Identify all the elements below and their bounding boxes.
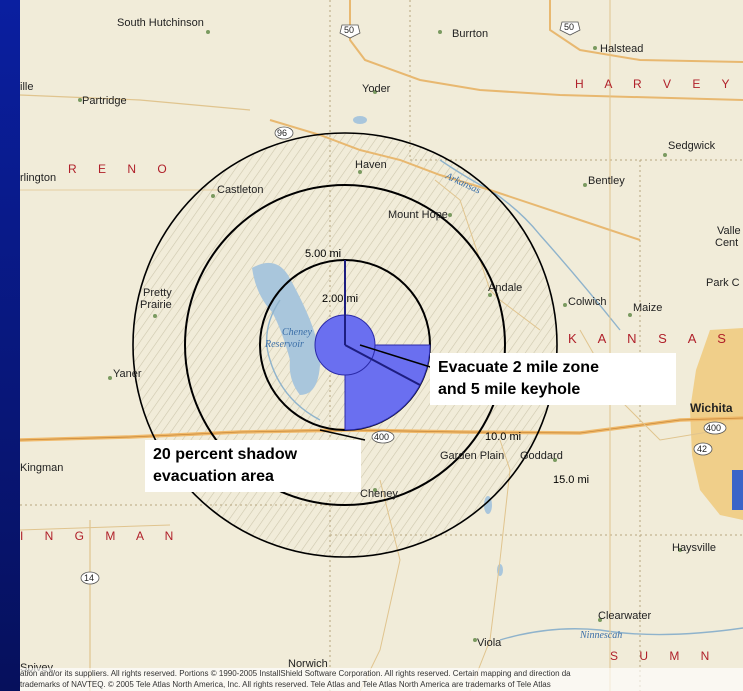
ring-label-5mi: 5.00 mi — [305, 248, 341, 260]
town-maize: Maize — [633, 302, 662, 314]
town-valley-center-2: Cent — [715, 237, 738, 249]
callout-shadow-line2: evacuation area — [153, 468, 274, 485]
town-cheney: Cheney — [360, 488, 398, 500]
town-yoder: Yoder — [362, 83, 391, 95]
svg-text:50: 50 — [344, 25, 354, 35]
callout-evacuate-line1: Evacuate 2 mile zone — [438, 359, 599, 376]
water-label-cheney: Cheney — [282, 327, 313, 338]
town-dots — [78, 30, 682, 642]
county-label-harvey: H A R V E Y — [575, 77, 738, 91]
keyhole-radials — [344, 260, 421, 386]
town-yaner: Yaner — [113, 368, 142, 380]
route-shield-k400-center: 400 — [371, 430, 395, 444]
town-park-city: Park C — [706, 277, 740, 289]
route-shield-k400-east: 400 — [703, 421, 727, 435]
town-garden-plain: Garden Plain — [440, 450, 504, 462]
town-south-hutchinson: South Hutchinson — [117, 17, 204, 29]
highways — [20, 0, 743, 691]
town-kingman: Kingman — [20, 462, 63, 474]
map-view[interactable]: 5.00 mi 2.00 mi 10.0 mi 15.0 mi H A R V … — [20, 0, 743, 691]
town-burrton: Burrton — [452, 28, 488, 40]
callout-pointers — [319, 344, 441, 441]
copyright-line2: trademarks of NAVTEQ. © 2005 Tele Atlas … — [20, 680, 551, 689]
water-label-reservoir: Reservoir — [264, 339, 304, 350]
map-copyright: ation and/or its suppliers. All rights r… — [20, 668, 743, 691]
town-partridge: Partridge — [82, 95, 127, 107]
town-pretty-prairie-2: Prairie — [140, 299, 172, 311]
svg-text:14: 14 — [84, 573, 94, 583]
town-ille: ille — [20, 81, 33, 93]
town-arlington: rlington — [20, 172, 56, 184]
town-goddard: Goddard — [520, 450, 563, 462]
water-label-ninnescah: Ninnescah — [579, 630, 622, 641]
town-castleton: Castleton — [217, 184, 263, 196]
rivers — [265, 159, 743, 641]
route-shield-us50-north: 50 — [339, 24, 361, 39]
town-colwich: Colwich — [568, 296, 607, 308]
callout-shadow-line1: 20 percent shadow — [153, 446, 298, 463]
route-shield-k96: 96 — [274, 126, 294, 140]
town-haysville: Haysville — [672, 542, 716, 554]
route-shield-k14: 14 — [80, 571, 100, 585]
route-shield-k42: 42 — [693, 442, 713, 456]
ring-15mi — [132, 132, 558, 558]
ring-10mi — [184, 184, 506, 506]
callout-shadow-area: 20 percent shadow evacuation area — [145, 440, 361, 492]
ring-label-10mi: 10.0 mi — [485, 431, 521, 443]
callout-evacuate-zone: Evacuate 2 mile zone and 5 mile keyhole — [430, 353, 676, 405]
svg-text:50: 50 — [564, 22, 574, 32]
callout-evacuate-line2: and 5 mile keyhole — [438, 381, 581, 398]
svg-text:96: 96 — [277, 128, 287, 138]
route-shield-us50-east: 50 — [559, 21, 581, 36]
svg-text:400: 400 — [706, 423, 721, 433]
town-mount-hope: Mount Hope — [388, 209, 448, 221]
svg-text:400: 400 — [374, 432, 389, 442]
town-bentley: Bentley — [588, 175, 625, 187]
town-viola: Viola — [477, 637, 502, 649]
map-canvas: 5.00 mi 2.00 mi 10.0 mi 15.0 mi H A R V … — [20, 0, 743, 691]
ring-label-2mi: 2.00 mi — [322, 293, 358, 305]
state-label-kansas: K A N S A S — [568, 331, 735, 346]
town-norwich: Norwich — [288, 658, 328, 670]
town-valley-center: Valle — [717, 225, 741, 237]
county-label-reno: R E N O — [68, 162, 176, 176]
copyright-line1: ation and/or its suppliers. All rights r… — [20, 669, 571, 678]
town-clearwater: Clearwater — [598, 610, 652, 622]
ring-label-15mi: 15.0 mi — [553, 474, 589, 486]
interstate-edge — [732, 470, 743, 510]
town-halstead: Halstead — [600, 43, 643, 55]
town-sedgwick: Sedgwick — [668, 140, 716, 152]
county-label-sumner: S U M N — [610, 649, 718, 663]
svg-text:42: 42 — [697, 444, 707, 454]
county-label-kingman: I N G M A N — [20, 529, 182, 543]
town-wichita: Wichita — [690, 401, 733, 415]
town-andale: Andale — [488, 282, 522, 294]
town-haven: Haven — [355, 159, 387, 171]
town-pretty-prairie: Pretty — [143, 287, 172, 299]
